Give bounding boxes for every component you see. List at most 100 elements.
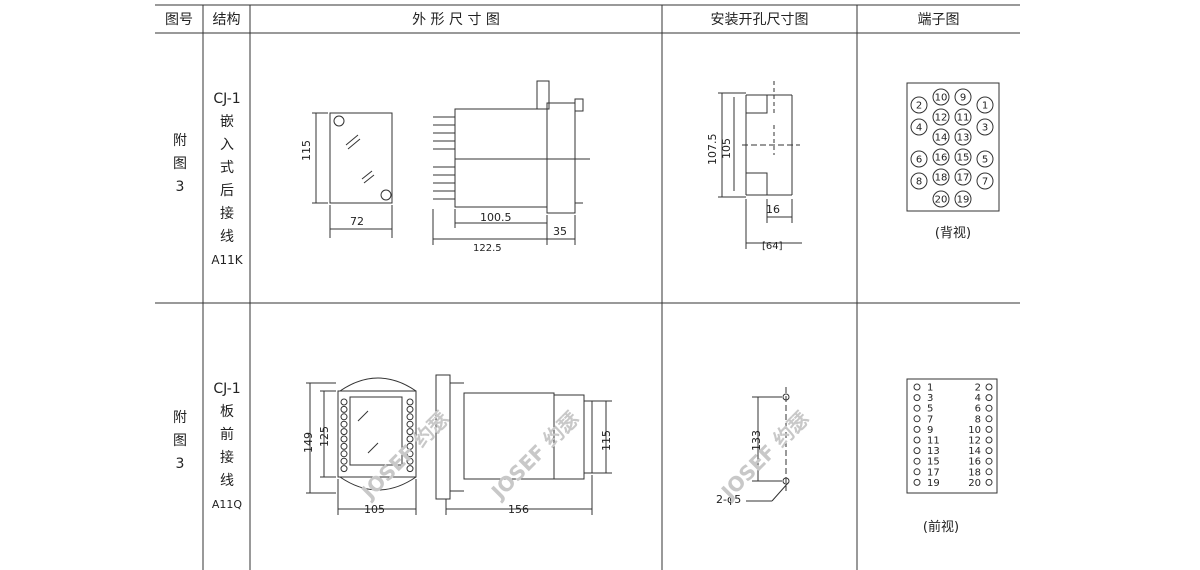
row2-dim-h-outer: 149 xyxy=(302,432,315,453)
watermark-2: JOSEF 约瑟 xyxy=(490,407,584,505)
row2-terminal-caption: (前视) xyxy=(923,519,959,535)
row1-front-panel xyxy=(329,112,393,204)
terminal-screw xyxy=(406,405,414,413)
row2-cutout-h: 133 xyxy=(750,430,763,451)
row2-front-plate xyxy=(337,390,417,478)
terminal-dot xyxy=(913,468,921,476)
terminal-number: 12 xyxy=(968,436,981,447)
terminal-circle xyxy=(954,148,972,166)
terminal-number: 4 xyxy=(916,123,922,134)
terminal-dot xyxy=(985,383,993,391)
terminal-number: 7 xyxy=(927,414,933,425)
terminal-screw xyxy=(340,435,348,443)
terminal-circle xyxy=(976,96,994,114)
row1-structure-label: CJ-1 嵌 入 式 后 接 线 A11K xyxy=(211,91,243,267)
terminal-number: 20 xyxy=(968,478,981,489)
row2-dim-depth: 156 xyxy=(508,503,529,516)
terminal-screw xyxy=(406,450,414,458)
terminal-number: 15 xyxy=(927,457,940,468)
svg-text:JOSEF 约瑟: JOSEF 约瑟 xyxy=(720,407,814,505)
header-terminal-diagram: 端子图 xyxy=(917,12,960,28)
row2-cutout-drawing: 133 2-φ5 xyxy=(716,387,790,506)
terminal-number: 18 xyxy=(968,467,981,478)
terminal-dot xyxy=(985,468,993,476)
terminal-number: 13 xyxy=(927,446,940,457)
terminal-number: 5 xyxy=(927,404,933,415)
terminal-dot xyxy=(913,478,921,486)
terminal-number: 16 xyxy=(935,153,948,164)
terminal-circle xyxy=(976,118,994,136)
row2-dim-width: 105 xyxy=(364,503,385,516)
terminal-screw xyxy=(340,413,348,421)
terminal-circle xyxy=(932,168,950,186)
terminal-number: 6 xyxy=(975,404,981,415)
terminal-number: 20 xyxy=(935,195,948,206)
row1-cutout-w1: 16 xyxy=(766,203,780,216)
row1-dim-total: 122.5 xyxy=(473,243,502,254)
watermark-1: JOSEF 约瑟 xyxy=(360,407,454,505)
terminal-number: 10 xyxy=(968,425,981,436)
row1-dim-width: 72 xyxy=(350,215,364,228)
terminal-dot xyxy=(985,404,993,412)
terminal-number: 3 xyxy=(927,393,933,404)
terminal-dot xyxy=(913,383,921,391)
header-cutout-dimensions: 安装开孔尺寸图 xyxy=(710,12,809,28)
terminal-dot xyxy=(985,436,993,444)
row1-dim-front: 35 xyxy=(553,225,567,238)
terminal-dot xyxy=(913,436,921,444)
terminal-dot xyxy=(913,425,921,433)
terminal-number: 19 xyxy=(957,195,970,206)
row1-dim-height: 115 xyxy=(300,140,313,161)
terminal-circle xyxy=(932,108,950,126)
terminal-dot xyxy=(985,457,993,465)
terminal-circle xyxy=(932,190,950,208)
terminal-circle xyxy=(954,168,972,186)
terminal-screw xyxy=(406,442,414,450)
row1-cutout-w2: [64] xyxy=(762,241,783,252)
row2-outline-drawing: 149 125 105 156 115 xyxy=(302,374,613,516)
row1-side-body xyxy=(454,108,548,208)
terminal-number: 8 xyxy=(975,414,981,425)
terminal-circle xyxy=(954,88,972,106)
terminal-screw xyxy=(406,420,414,428)
terminal-screw xyxy=(406,398,414,406)
row1-cutout-h2: 105 xyxy=(720,138,733,159)
terminal-screw xyxy=(406,413,414,421)
terminal-dot xyxy=(913,404,921,412)
terminal-number: 9 xyxy=(960,93,966,104)
terminal-number: 14 xyxy=(935,133,948,144)
terminal-number: 11 xyxy=(927,436,940,447)
terminal-screw xyxy=(340,398,348,406)
terminal-number: 16 xyxy=(968,457,981,468)
terminal-screw xyxy=(340,465,348,473)
terminal-number: 8 xyxy=(916,177,922,188)
terminal-number: 3 xyxy=(982,123,988,134)
terminal-dot xyxy=(913,394,921,402)
terminal-dot xyxy=(913,457,921,465)
terminal-number: 10 xyxy=(935,93,948,104)
row1-figure-label: 附 图 3 xyxy=(173,133,187,195)
terminal-dot xyxy=(985,478,993,486)
row2-side-flange xyxy=(435,374,451,500)
svg-text:JOSEF 约瑟: JOSEF 约瑟 xyxy=(490,407,584,505)
terminal-circle xyxy=(910,118,928,136)
terminal-screw xyxy=(340,442,348,450)
terminal-screw xyxy=(340,457,348,465)
terminal-circle xyxy=(954,128,972,146)
terminal-circle xyxy=(976,150,994,168)
terminal-number: 13 xyxy=(957,133,970,144)
terminal-number: 2 xyxy=(975,383,981,394)
terminal-circle xyxy=(932,88,950,106)
terminal-number: 12 xyxy=(935,113,948,124)
terminal-circle xyxy=(954,108,972,126)
terminal-number: 5 xyxy=(982,155,988,166)
terminal-screw xyxy=(406,428,414,436)
header-figure-number: 图号 xyxy=(165,12,193,28)
row2-dim-side: 115 xyxy=(600,430,613,451)
terminal-circle xyxy=(954,190,972,208)
row1-terminal-caption: (背视) xyxy=(935,226,971,241)
terminal-circle xyxy=(932,128,950,146)
terminal-dot xyxy=(985,415,993,423)
